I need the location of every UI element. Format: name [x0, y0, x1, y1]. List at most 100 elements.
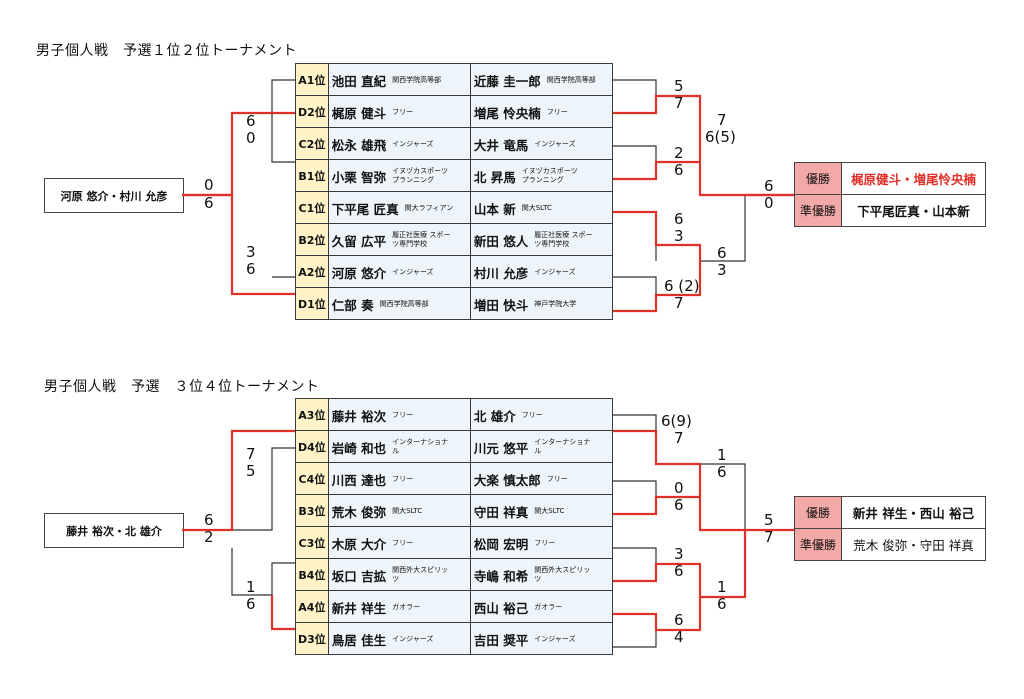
score: 6(9) — [661, 412, 692, 430]
player-name: 新井 祥生 — [331, 600, 387, 616]
score: 6 — [204, 194, 214, 212]
player-affiliation: 関大SLTC — [534, 506, 565, 515]
player-name: 松永 雄飛 — [331, 137, 387, 153]
score: 7 — [246, 445, 256, 463]
player-name: 下平尾 匠真 — [331, 201, 399, 217]
seed-label: C1位 — [295, 191, 329, 224]
player-affiliation: インジャーズ — [392, 634, 434, 643]
score: 5 — [764, 511, 774, 529]
player-name: 池田 直紀 — [331, 73, 387, 89]
seed-label: D3位 — [295, 622, 329, 655]
score: 2 — [204, 528, 214, 546]
seed-label: C4位 — [295, 462, 329, 495]
player-affiliation: インジャーズ — [392, 139, 434, 148]
player-affiliation: 履正社医療 スポーツ専門学校 — [534, 231, 593, 248]
bracket2-table: A3位藤井 裕次フリー 北 雄介フリー D4位岩崎 和也インターナショナル川元 悠… — [295, 398, 614, 655]
player-affiliation: ガオラー — [534, 602, 563, 611]
player-name: 坂口 吉拡 — [331, 568, 387, 584]
score: 7 — [674, 294, 684, 312]
player-name: 山本 新 — [473, 201, 516, 217]
player-name: 松岡 宏明 — [473, 536, 529, 552]
player-affiliation: 関大ラフィアン — [404, 203, 454, 212]
player-affiliation: インジャーズ — [392, 267, 434, 276]
player-name: 梶原 健斗 — [331, 105, 387, 121]
seed-label: C3位 — [295, 526, 329, 559]
player-affiliation: フリー — [392, 107, 414, 116]
player-affiliation: 関西学院高等部 — [379, 299, 429, 308]
player-affiliation: フリー — [534, 538, 556, 547]
table-row: A1位池田 直紀関西学院高等部近藤 圭一郎関西学院高等部 — [295, 63, 614, 96]
seed-label: A2位 — [295, 255, 329, 288]
player-affiliation: 関西外大スピリッツ — [534, 566, 591, 583]
pair-box: 河原 悠介・村川 允彦 — [44, 178, 184, 213]
score: 6 — [764, 177, 774, 195]
table-row: D4位岩崎 和也インターナショナル川元 悠平インターナショナル — [295, 430, 614, 463]
score: 6 — [246, 260, 256, 278]
player-affiliation: インジャーズ — [534, 139, 576, 148]
player-name: 西山 裕己 — [473, 600, 529, 616]
player-name: 北 雄介 — [473, 408, 516, 424]
score: 6 — [674, 161, 684, 179]
player-name: 藤井 裕次 — [331, 408, 387, 424]
score: 0 — [674, 479, 684, 497]
score: 1 — [717, 578, 727, 596]
score: 7 — [764, 528, 774, 546]
score: 6 (2) — [664, 277, 700, 295]
score: 3 — [717, 261, 727, 279]
winner-lines — [182, 94, 794, 632]
player-affiliation: フリー — [392, 538, 414, 547]
result-table: 優勝新井 祥生・西山 裕己 準優勝荒木 俊弥・守田 祥真 — [794, 496, 986, 561]
player-name: 久留 広平 — [331, 233, 387, 249]
score: 3 — [246, 243, 256, 261]
score: 6 — [674, 611, 684, 629]
seed-label: C2位 — [295, 127, 329, 160]
seed-label: B3位 — [295, 494, 329, 527]
player-name: 村川 允彦 — [473, 265, 529, 281]
runner-up-name: 荒木 俊弥・守田 祥真 — [841, 528, 986, 561]
winner-label: 優勝 — [794, 496, 842, 529]
score: 6(5) — [705, 128, 736, 146]
score: 3 — [674, 545, 684, 563]
seed-label: D2位 — [295, 95, 329, 128]
player-affiliation: フリー — [392, 474, 414, 483]
player-affiliation: 関西学院高等部 — [392, 75, 442, 84]
score: 0 — [204, 176, 214, 194]
player-affiliation: インジャーズ — [534, 267, 576, 276]
score: 6 — [674, 210, 684, 228]
table-row: D1位仁部 奏関西学院高等部増田 快斗神戸学院大学 — [295, 287, 614, 320]
player-name: 大楽 慎太郎 — [473, 472, 541, 488]
runner-up-label: 準優勝 — [794, 528, 842, 561]
score: 6 — [674, 562, 684, 580]
score: 7 — [674, 94, 684, 112]
score: 5 — [674, 77, 684, 95]
score: 6 — [246, 112, 256, 130]
seed-label: A3位 — [295, 398, 329, 431]
player-affiliation: 神戸学院大学 — [534, 299, 577, 308]
bracket2-title: 男子個人戦 予選 ３位４位トーナメント — [44, 379, 320, 395]
player-name: 増尾 怜央楠 — [473, 105, 541, 121]
player-affiliation: 関西外大スピリッツ — [392, 566, 449, 583]
table-row: B4位坂口 吉拡関西外大スピリッツ寺嶋 和希関西外大スピリッツ — [295, 558, 614, 591]
seed-label: B1位 — [295, 159, 329, 192]
table-row: B2位久留 広平履正社医療 スポーツ専門学校新田 悠人履正社医療 スポーツ専門学… — [295, 223, 614, 256]
player-name: 川元 悠平 — [473, 440, 529, 456]
score: 2 — [674, 144, 684, 162]
score: 1 — [246, 578, 256, 596]
result-table: 優勝梶原健斗・増尾怜央楠 準優勝下平尾匠真・山本新 — [794, 162, 986, 227]
score: 4 — [674, 628, 684, 646]
seed-label: D1位 — [295, 287, 329, 320]
player-affiliation: フリー — [546, 474, 568, 483]
table-row: D3位鳥居 佳生インジャーズ吉田 奨平インジャーズ — [295, 622, 614, 655]
score: 3 — [674, 227, 684, 245]
score: 6 — [246, 595, 256, 613]
score: 0 — [246, 129, 256, 147]
player-affiliation: イヌヅカスポーツ プランニング — [521, 167, 578, 184]
player-name: 寺嶋 和希 — [473, 568, 529, 584]
player-affiliation: インジャーズ — [534, 634, 576, 643]
table-row: A2位河原 悠介インジャーズ村川 允彦インジャーズ — [295, 255, 614, 288]
seed-label: B2位 — [295, 223, 329, 256]
winner-name: 梶原健斗・増尾怜央楠 — [841, 162, 986, 195]
player-affiliation: 関大SLTC — [392, 506, 423, 515]
score: 6 — [674, 496, 684, 514]
